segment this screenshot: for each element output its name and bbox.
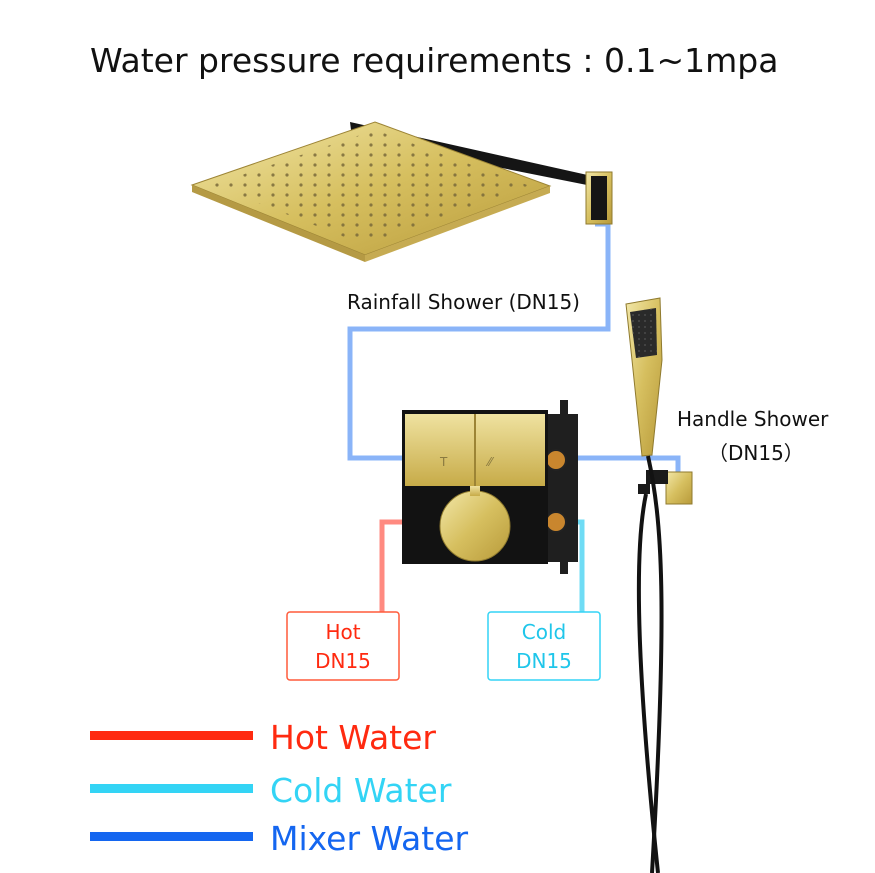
- legend-swatch-cold: [90, 784, 253, 793]
- legend-label-hot: Hot Water: [270, 718, 436, 757]
- handle-shower-label: Handle Shower: [677, 407, 829, 431]
- hot-inlet-size: DN15: [315, 649, 371, 673]
- mixing-valve-icon: T ⁄⁄: [402, 400, 578, 574]
- legend-label-mixer: Mixer Water: [270, 819, 468, 858]
- legend: Hot Water Cold Water Mixer Water: [90, 718, 468, 858]
- svg-text:T: T: [439, 455, 448, 469]
- hand-shower-icon: [625, 297, 693, 505]
- legend-swatch-mixer: [90, 832, 253, 841]
- cold-inlet-size: DN15: [516, 649, 572, 673]
- hot-inlet-box: Hot DN15: [286, 611, 400, 681]
- hot-pipe: [379, 519, 404, 612]
- handle-shower-size-label: （DN15）: [708, 441, 804, 465]
- shower-hose-icon: [636, 455, 664, 873]
- rainfall-shower-label: Rainfall Shower (DN15): [347, 290, 580, 314]
- hot-inlet-label: Hot: [325, 620, 360, 644]
- legend-swatch-hot: [90, 731, 253, 740]
- rain-shower-head-icon: [190, 121, 613, 262]
- page-title: Water pressure requirements : 0.1~1mpa: [90, 41, 778, 80]
- legend-label-cold: Cold Water: [270, 771, 452, 810]
- cold-inlet-label: Cold: [522, 620, 566, 644]
- mixer-pipe-handle: [568, 455, 681, 478]
- svg-text:⁄⁄: ⁄⁄: [485, 455, 495, 469]
- cold-inlet-box: Cold DN15: [487, 611, 601, 681]
